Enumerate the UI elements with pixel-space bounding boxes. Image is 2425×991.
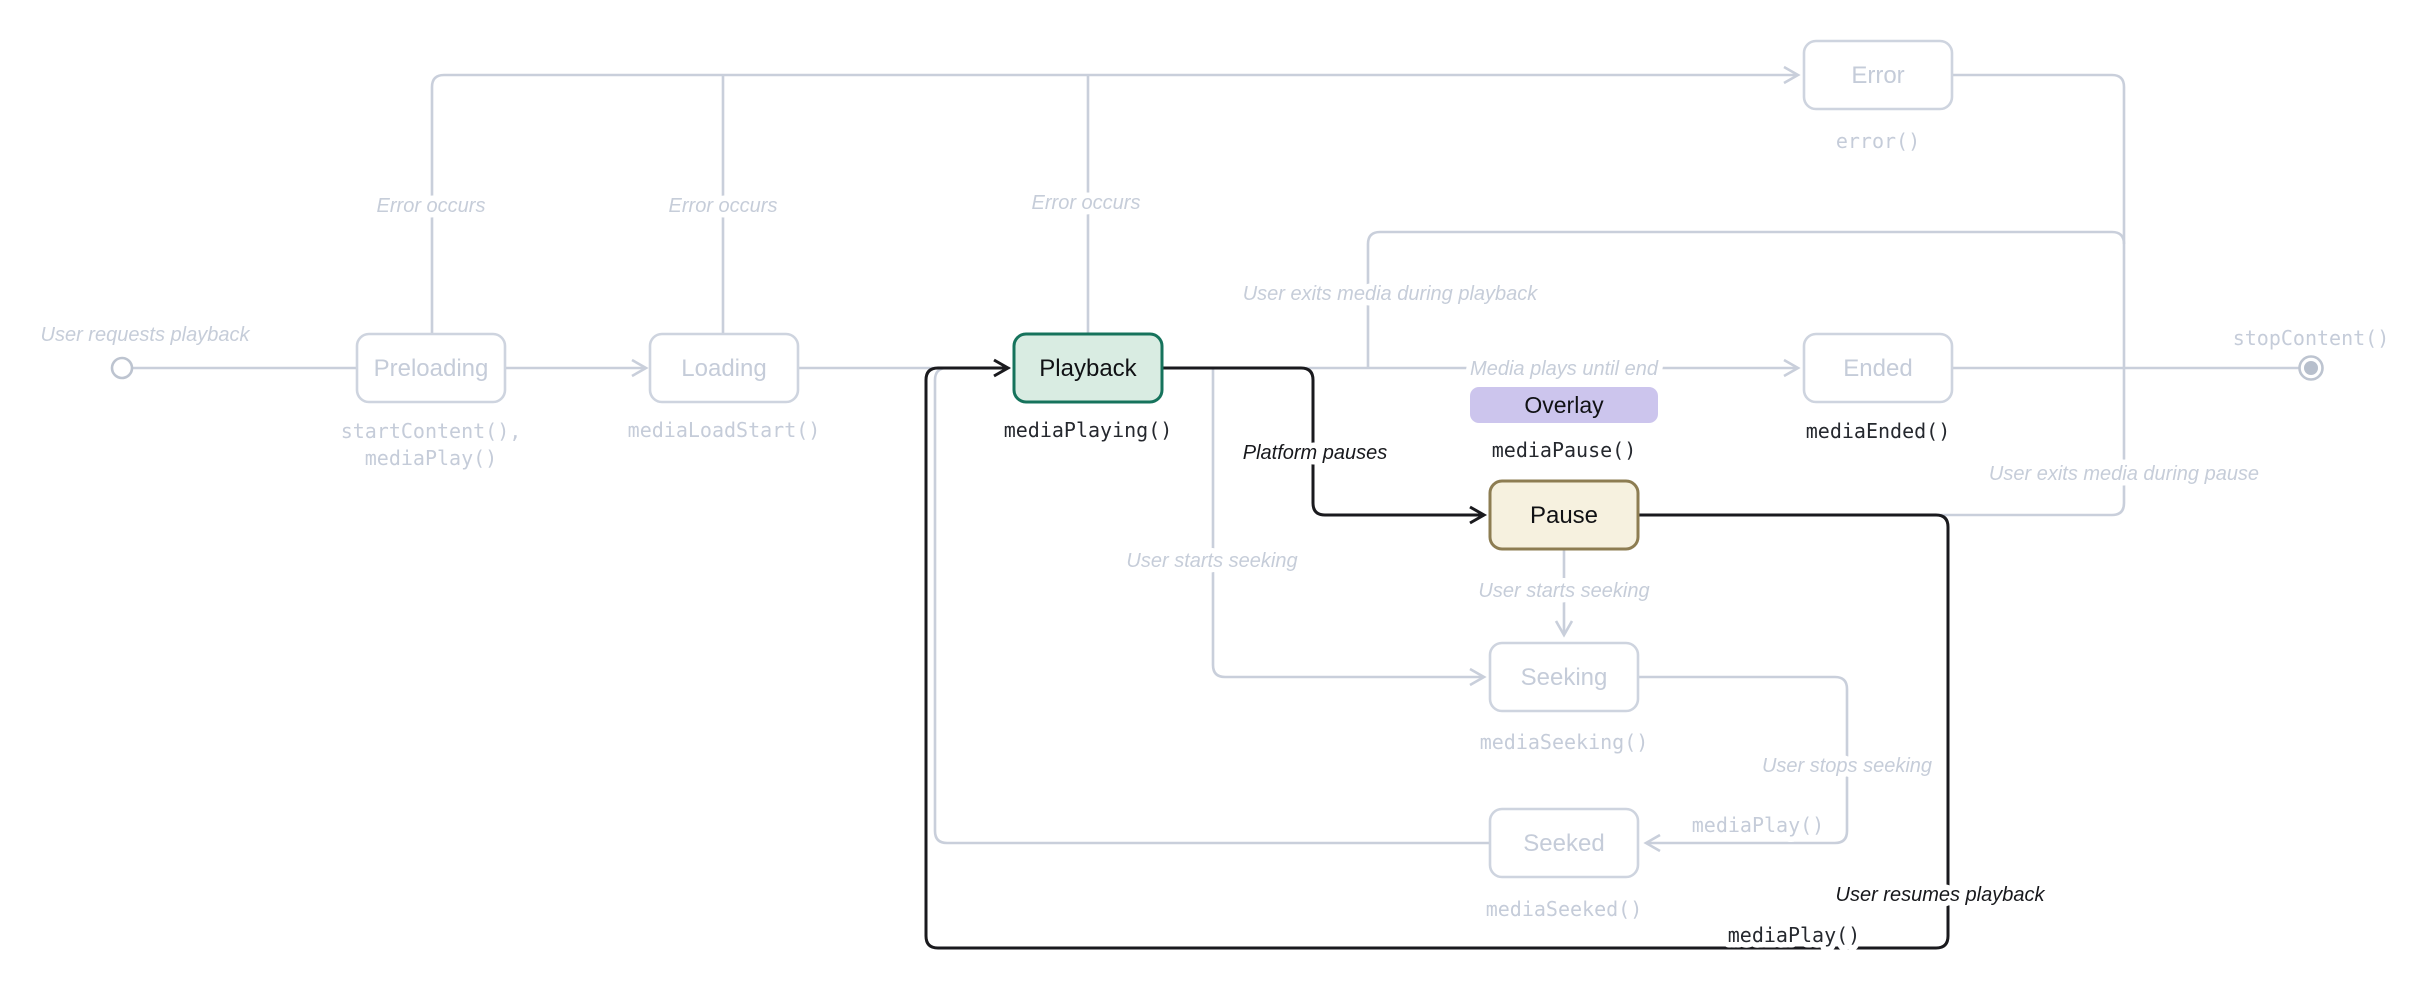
state-error-box[interactable] [1802, 39, 1954, 111]
state-pause[interactable]: Pause [1488, 479, 1640, 551]
state-preloading-label: Preloading [374, 355, 489, 382]
label-user-stops-seeking: User stops seeking [1762, 755, 1932, 777]
highlighted-edges [924, 358, 1950, 950]
state-error[interactable]: Error error() [1802, 39, 1954, 153]
label-error-occurs-3: Error occurs [1032, 192, 1141, 214]
state-playback-label: Playback [1039, 355, 1137, 382]
state-overlay-caption: mediaPause() [1492, 438, 1637, 462]
label-error-occurs-2: Error occurs [669, 195, 778, 217]
state-ended-box[interactable] [1802, 332, 1954, 404]
end-circle-inner-icon [2304, 361, 2318, 375]
state-overlay[interactable]: Overlay mediaPause() [1470, 387, 1658, 462]
state-preloading-caption-2: mediaPlay() [365, 446, 497, 470]
edge-pause-to-playback [924, 358, 1950, 950]
state-seeking-label: Seeking [1521, 664, 1608, 691]
start-circle-icon [110, 356, 134, 380]
state-seeked[interactable]: Seeked mediaSeeked() [1486, 807, 1643, 921]
state-playback-caption: mediaPlaying() [1004, 418, 1173, 442]
state-overlay-badge[interactable] [1470, 387, 1658, 423]
state-loading[interactable]: Loading mediaLoadStart() [628, 332, 821, 442]
state-pause-box[interactable] [1488, 479, 1640, 551]
initial-state [110, 356, 134, 380]
state-preloading[interactable]: Preloading startContent(), mediaPlay() [341, 332, 522, 470]
state-loading-label: Loading [681, 355, 766, 382]
state-preloading-caption-1: startContent(), [341, 419, 522, 443]
state-seeking-box[interactable] [1488, 641, 1640, 713]
state-ended[interactable]: Ended mediaEnded() [1802, 332, 1954, 443]
state-playback[interactable]: Playback mediaPlaying() [1004, 332, 1173, 442]
caption-resume-mediaplay: mediaPlay() [1728, 923, 1860, 947]
state-seeked-caption: mediaSeeked() [1486, 897, 1643, 921]
state-loading-caption: mediaLoadStart() [628, 418, 821, 442]
state-seeking-caption: mediaSeeking() [1480, 730, 1649, 754]
state-seeking[interactable]: Seeking mediaSeeking() [1480, 641, 1649, 754]
highlighted-edge-labels: Platform pauses User resumes playback me… [1237, 437, 2051, 953]
state-loading-box[interactable] [648, 332, 800, 404]
final-state [2298, 355, 2324, 381]
label-media-plays-until-end: Media plays until end [1470, 358, 1659, 380]
state-overlay-label: Overlay [1524, 392, 1604, 418]
label-platform-pauses: Platform pauses [1243, 442, 1388, 464]
state-seeked-label: Seeked [1523, 830, 1604, 857]
label-error-occurs-1: Error occurs [377, 195, 486, 217]
faded-edges [132, 65, 2299, 853]
label-user-resumes-playback: User resumes playback [1836, 884, 2046, 906]
label-user-exits-playback: User exits media during playback [1243, 283, 1539, 305]
state-ended-label: Ended [1843, 355, 1912, 382]
edge-playback-to-seeking [1211, 368, 1487, 687]
edge-playback-exit-branch [1366, 230, 2126, 368]
state-pause-label: Pause [1530, 502, 1598, 529]
label-user-exits-pause: User exits media during pause [1989, 463, 2259, 485]
caption-stopcontent: stopContent() [2233, 326, 2390, 350]
edge-error-to-end [1952, 73, 2126, 88]
state-error-caption: error() [1836, 129, 1920, 153]
edge-preloading-to-error [430, 65, 1801, 334]
caption-seek-mediaplay: mediaPlay() [1692, 813, 1824, 837]
edge-seeking-to-seeked [1638, 675, 1849, 853]
state-seeked-box[interactable] [1488, 807, 1640, 879]
label-user-starts-seeking-center: User starts seeking [1478, 580, 1649, 602]
state-error-label: Error [1851, 62, 1904, 89]
edge-playback-to-pause [1162, 366, 1488, 525]
state-playback-box[interactable] [1012, 332, 1164, 404]
label-user-requests-playback: User requests playback [41, 324, 251, 346]
state-preloading-box[interactable] [355, 332, 507, 404]
edge-pause-to-end [1642, 502, 2126, 517]
state-ended-caption: mediaEnded() [1806, 419, 1951, 443]
label-user-starts-seeking-left: User starts seeking [1126, 550, 1297, 572]
